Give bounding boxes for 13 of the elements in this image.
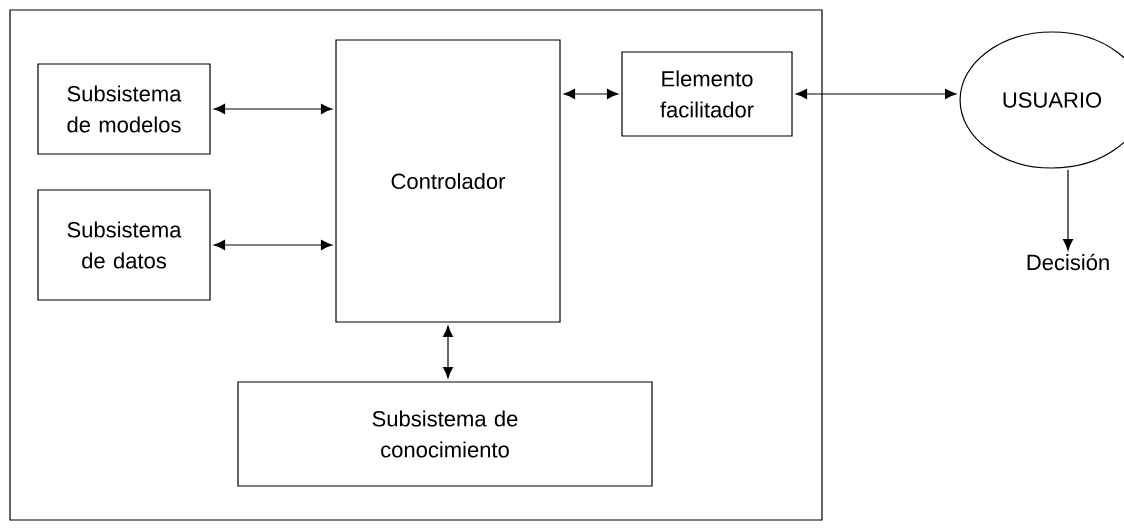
outer-frame — [9, 9, 823, 521]
process-box: Subsistema de datos — [37, 189, 211, 301]
process-box: Controlador — [335, 39, 561, 323]
arrow — [443, 325, 453, 379]
arrow — [563, 89, 619, 99]
arrow — [213, 104, 333, 114]
output-label: Decisión — [1027, 253, 1109, 271]
process-box: Subsistema de modelos — [37, 63, 211, 155]
process-box: Elemento facilitador — [621, 51, 793, 137]
arrow — [213, 240, 333, 250]
process-box: Subsistema de conocimiento — [237, 381, 653, 487]
arrow — [1063, 169, 1073, 251]
arrow — [795, 89, 957, 99]
